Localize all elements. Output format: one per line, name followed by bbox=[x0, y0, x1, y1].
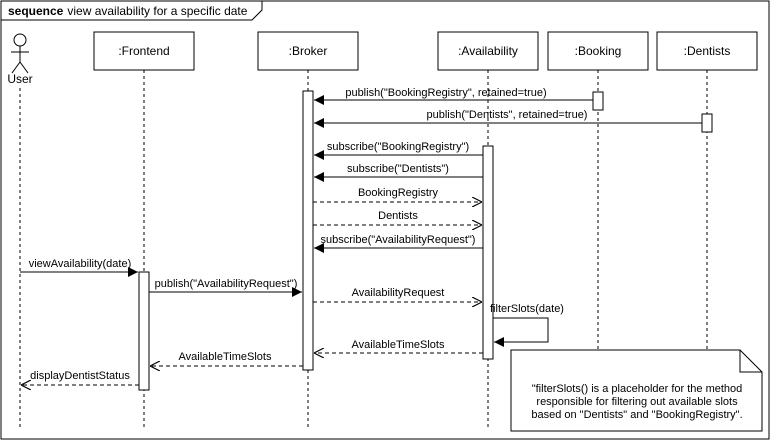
user-actor-icon bbox=[13, 33, 27, 47]
message-label-publish-bookingregistry: publish("BookingRegistry", retained=true… bbox=[345, 87, 546, 99]
message-label-availabletimeslots-to-broker: AvailableTimeSlots bbox=[352, 339, 445, 351]
participant-frontend: :Frontend bbox=[93, 31, 195, 71]
message-label-viewavailability: viewAvailability(date) bbox=[29, 258, 132, 270]
participant-dentists: :Dentists bbox=[656, 31, 758, 71]
activation-availability bbox=[482, 145, 494, 360]
message-label-filterslots: filterSlots(date) bbox=[490, 303, 564, 315]
participant-broker: :Broker bbox=[257, 31, 359, 71]
activation-broker bbox=[302, 90, 314, 371]
message-label-subscribe-dentists: subscribe("Dentists") bbox=[347, 163, 449, 175]
message-label-displaydentiststatus: displayDentistStatus bbox=[30, 370, 130, 382]
note-line-2: responsible for filtering out available … bbox=[536, 396, 738, 408]
user-actor bbox=[11, 33, 29, 74]
note: "filterSlots() is a placeholder for the … bbox=[510, 349, 763, 432]
participant-booking: :Booking bbox=[547, 31, 649, 71]
message-label-availabilityrequest: AvailabilityRequest bbox=[352, 287, 445, 299]
message-label-publish-dentists: publish("Dentists", retained=true) bbox=[427, 109, 588, 121]
activation-frontend bbox=[138, 271, 150, 391]
frame-tab bbox=[1, 1, 263, 21]
note-line-3: based on "Dentists" and "BookingRegistry… bbox=[531, 409, 742, 421]
participant-frontend-label: :Frontend bbox=[118, 44, 169, 58]
message-label-publish-availabilityrequest: publish("AvailabilityRequest") bbox=[155, 278, 298, 290]
participant-dentists-label: :Dentists bbox=[684, 44, 731, 58]
message-label-bookingregistry-return: BookingRegistry bbox=[358, 187, 439, 199]
message-label-dentists-return: Dentists bbox=[378, 210, 418, 222]
message-label-subscribe-bookingregistry: subscribe("BookingRegistry") bbox=[327, 141, 469, 153]
message-label-subscribe-availabilityrequest: subscribe("AvailabilityRequest") bbox=[321, 234, 476, 246]
participant-availability: :Availability bbox=[437, 31, 539, 71]
user-actor-label: User bbox=[7, 72, 32, 86]
activation-dentists bbox=[701, 113, 713, 133]
note-line-1: "filterSlots() is a placeholder for the … bbox=[532, 383, 743, 395]
participant-broker-label: :Broker bbox=[289, 44, 328, 58]
participant-booking-label: :Booking bbox=[575, 44, 622, 58]
message-label-availabletimeslots-to-frontend: AvailableTimeSlots bbox=[179, 351, 272, 363]
activation-booking bbox=[592, 91, 604, 111]
participant-availability-label: :Availability bbox=[458, 44, 518, 58]
message-arrow-filterslots bbox=[493, 317, 549, 347]
